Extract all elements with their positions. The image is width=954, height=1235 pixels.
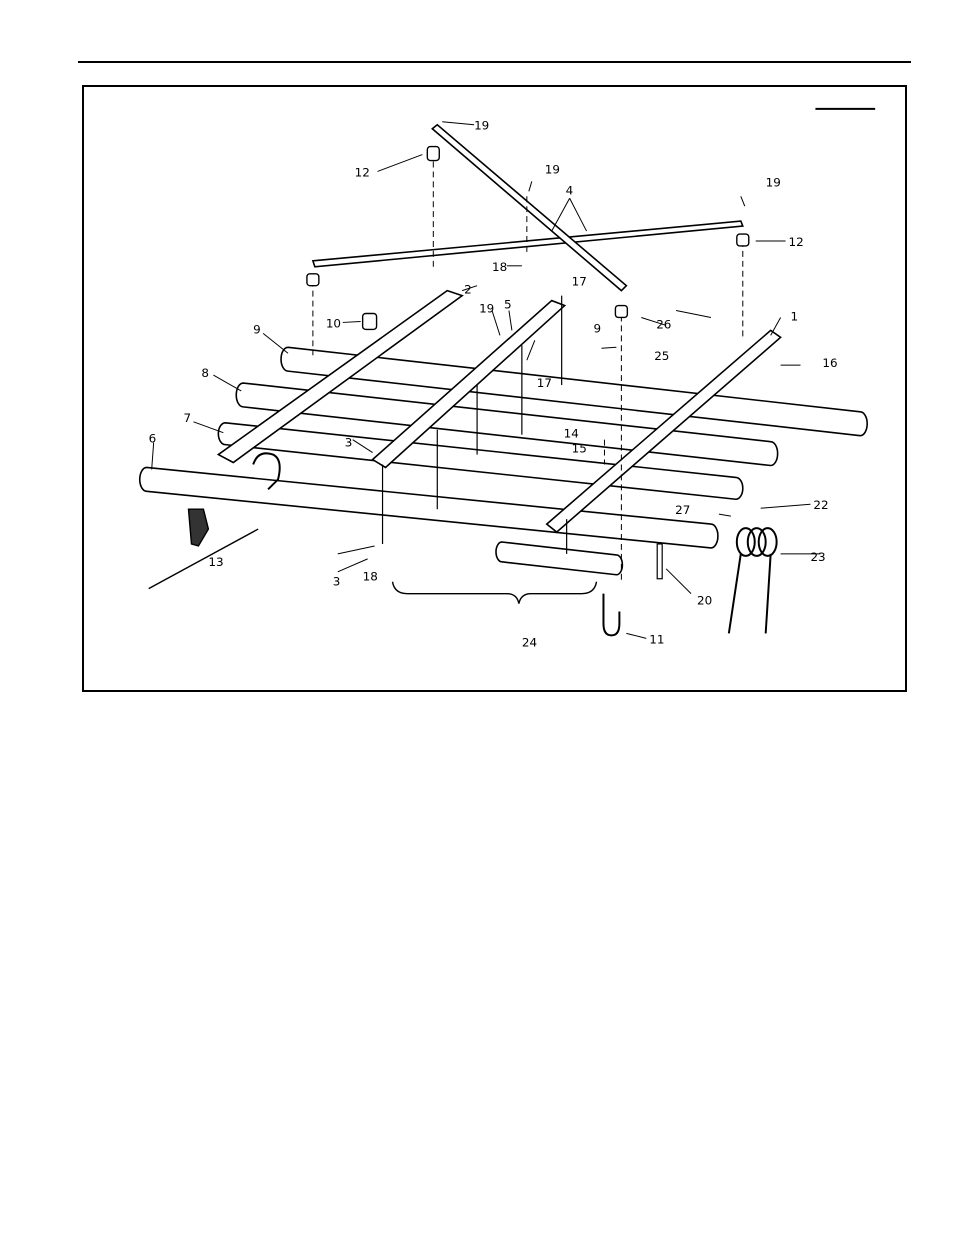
callout-12b: 12: [789, 235, 804, 249]
callout-24: 24: [522, 635, 537, 649]
tine-23: [727, 527, 778, 634]
callout-22: 22: [813, 498, 828, 512]
callout-26: 26: [656, 317, 671, 331]
brace-24: [391, 581, 598, 604]
callout-8: 8: [201, 366, 209, 380]
beam-2: [216, 289, 464, 464]
post-group: [381, 295, 568, 554]
figure-frame: 19 12 19 4 19 12 18 17 2 10 19 5 9 26 1 …: [82, 85, 907, 692]
callout-17b: 17: [537, 376, 552, 390]
tube-low: [495, 541, 624, 576]
callout-5: 5: [504, 298, 512, 312]
bar-4b: [431, 123, 628, 292]
callout-20: 20: [697, 594, 712, 608]
beam-group: [216, 123, 782, 534]
callout-19d: 19: [479, 302, 494, 316]
top-rule: [78, 61, 911, 63]
callout-4: 4: [566, 183, 574, 197]
callout-19a: 19: [474, 119, 489, 133]
callout-16: 16: [822, 356, 837, 370]
callout-19b: 19: [545, 162, 560, 176]
callout-17a: 17: [572, 275, 587, 289]
callout-9a: 9: [253, 322, 261, 336]
bushing-group: [306, 145, 750, 331]
bar-4a: [311, 220, 744, 268]
callout-12a: 12: [355, 165, 370, 179]
tube-6: [138, 466, 719, 549]
callout-15: 15: [572, 442, 587, 456]
u-bolt-11: [602, 593, 621, 637]
callout-3b: 3: [333, 575, 341, 589]
bushing-12-left: [426, 145, 440, 162]
callout-13: 13: [208, 555, 223, 569]
callout-7: 7: [184, 411, 192, 425]
callout-23: 23: [810, 550, 825, 564]
bushing-lower-right: [614, 304, 629, 319]
callout-18b: 18: [363, 570, 378, 584]
callout-1: 1: [791, 309, 799, 323]
callout-6: 6: [149, 432, 157, 446]
callout-19c: 19: [766, 175, 781, 189]
callout-10: 10: [326, 316, 341, 330]
pin-20: [656, 543, 663, 580]
callout-3a: 3: [345, 436, 353, 450]
exploded-parts-diagram: 19 12 19 4 19 12 18 17 2 10 19 5 9 26 1 …: [138, 107, 876, 649]
beam-1: [545, 329, 782, 534]
beam-3: [371, 299, 567, 469]
callout-9b: 9: [594, 321, 602, 335]
callout-11: 11: [649, 632, 664, 646]
callout-18a: 18: [492, 260, 507, 274]
dashed-guide-group: [312, 161, 744, 584]
callout-2: 2: [464, 283, 472, 297]
bushing-lower-left: [306, 273, 320, 287]
callout-14: 14: [564, 427, 579, 441]
u-bolt-left: [252, 452, 281, 491]
leader-lines: [151, 121, 821, 639]
bushing-12-right: [736, 233, 750, 247]
callout-25: 25: [654, 349, 669, 363]
ground-line: [148, 528, 259, 590]
callout-27: 27: [675, 503, 690, 517]
tube-9: [280, 346, 868, 437]
bushing-10: [361, 312, 378, 331]
bracket-13: [187, 508, 210, 547]
